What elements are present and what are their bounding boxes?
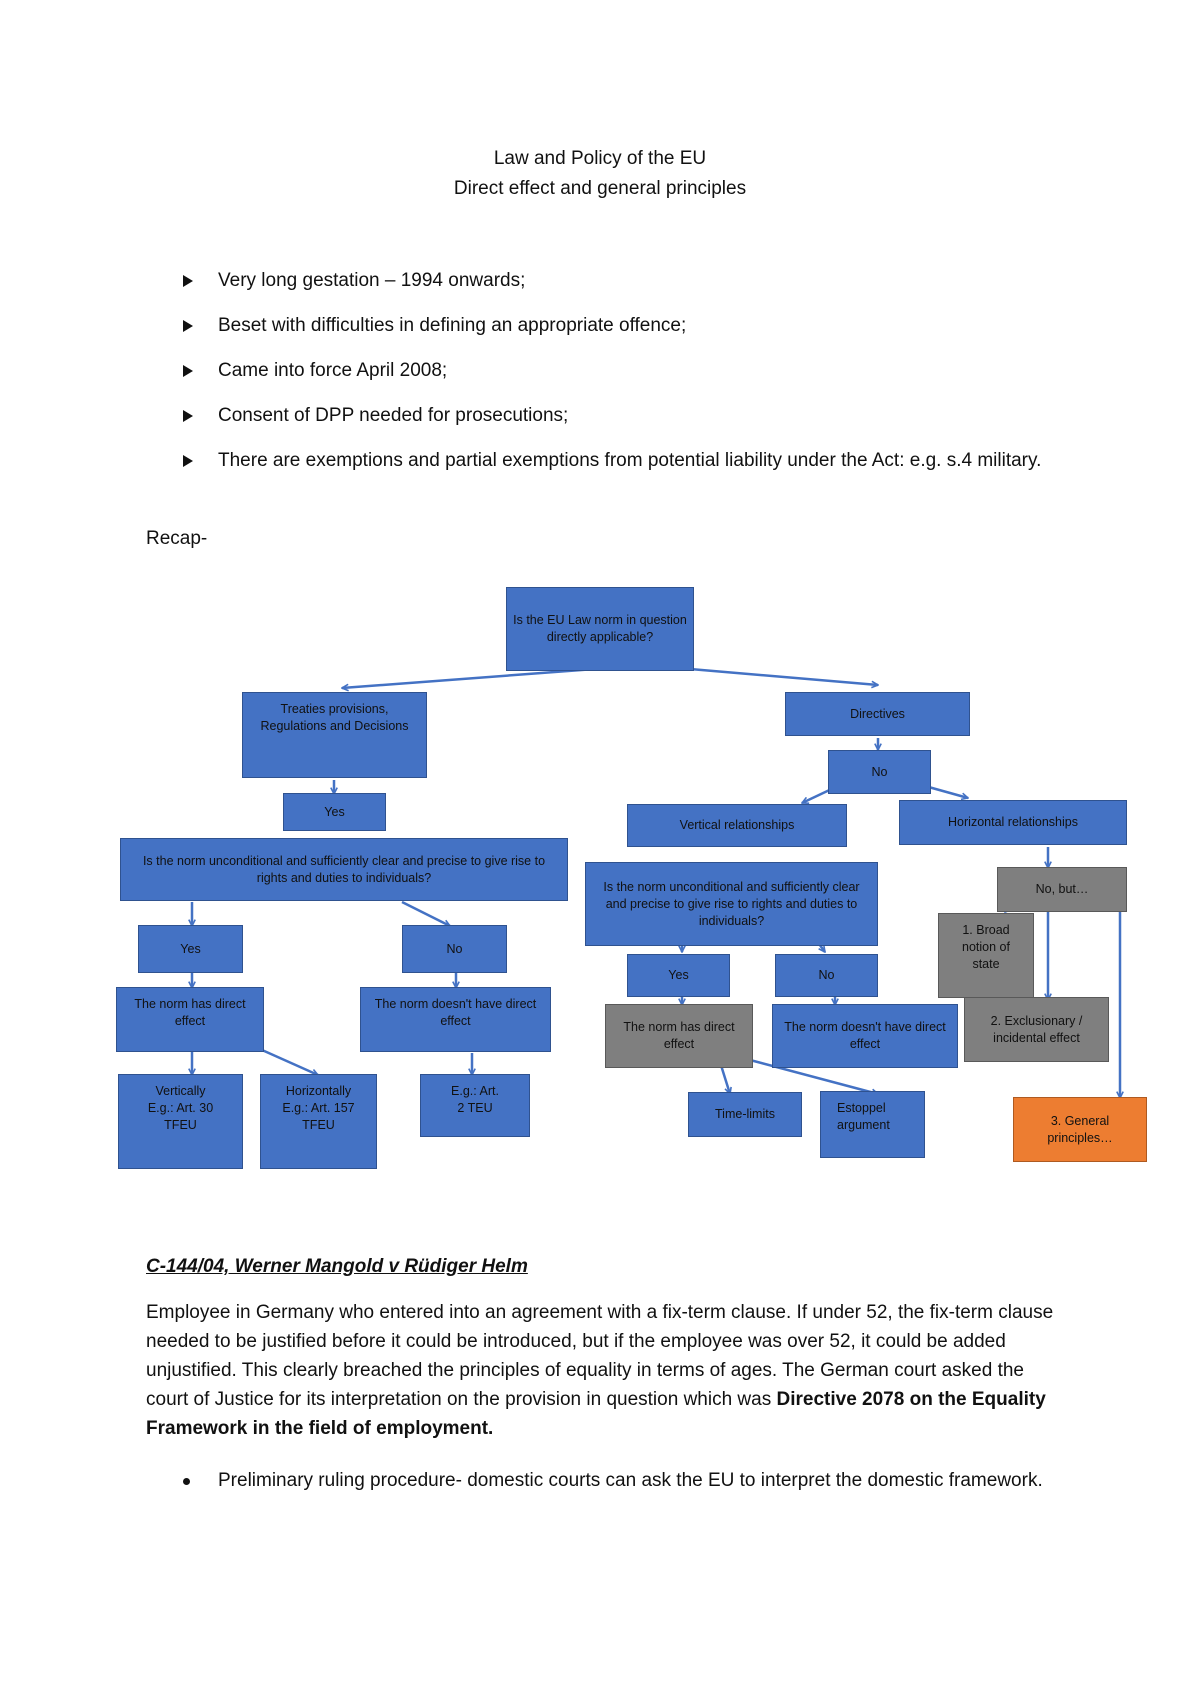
case-paragraph-text: Employee in Germany who entered into an …: [146, 1302, 1054, 1410]
node-no-left: No: [402, 925, 507, 973]
triangle-bullet-icon: [183, 320, 193, 332]
arrow: [689, 667, 878, 685]
list-item: Consent of DPP needed for prosecutions;: [183, 401, 1063, 431]
bullet-text: There are exemptions and partial exempti…: [218, 450, 1042, 471]
recap-label: Recap-: [146, 528, 208, 549]
bullet-text: Beset with difficulties in defining an a…: [218, 315, 687, 336]
node-directives: Directives: [785, 692, 970, 736]
bullet-text: Very long gestation – 1994 onwards;: [218, 270, 526, 291]
list-item: Came into force April 2008;: [183, 356, 1063, 386]
arrow: [924, 784, 968, 798]
node-no-right: No: [775, 954, 878, 997]
node-eg-art2: E.g.: Art. 2 TEU: [420, 1074, 530, 1137]
intro-bullet-list: Very long gestation – 1994 onwards; Bese…: [183, 266, 1063, 491]
dot-bullet-icon: [183, 1478, 190, 1485]
bullet-text: Came into force April 2008;: [218, 360, 448, 381]
triangle-bullet-icon: [183, 410, 193, 422]
list-item: Beset with difficulties in defining an a…: [183, 311, 1063, 341]
document-subtitle: Direct effect and general principles: [453, 178, 747, 199]
bullet-text: Consent of DPP needed for prosecutions;: [218, 405, 569, 426]
bullet-text: Preliminary ruling procedure- domestic c…: [218, 1470, 1043, 1491]
document-title: Law and Policy of the EU: [493, 148, 707, 169]
triangle-bullet-icon: [183, 455, 193, 467]
estoppel-label: Estoppel argument: [837, 1101, 890, 1132]
node-horizontal-relationships: Horizontal relationships: [899, 800, 1127, 845]
list-item: Very long gestation – 1994 onwards;: [183, 266, 1063, 296]
node-treaties: Treaties provisions, Regulations and Dec…: [242, 692, 427, 778]
node-direct-effect-right: The norm has direct effect: [605, 1004, 753, 1068]
node-direct-effect-left: The norm has direct effect: [116, 987, 264, 1052]
triangle-bullet-icon: [183, 365, 193, 377]
node-no-direct-effect-left: The norm doesn't have direct effect: [360, 987, 551, 1052]
node-vertical-relationships: Vertical relationships: [627, 804, 847, 847]
node-broad-notion: 1. Broad notion of state: [938, 913, 1034, 998]
node-question-right: Is the norm unconditional and sufficient…: [585, 862, 878, 946]
arrow: [401, 900, 450, 928]
node-no-directives: No: [828, 750, 931, 794]
node-general-principles: 3. General principles…: [1013, 1097, 1147, 1162]
node-exclusionary: 2. Exclusionary / incidental effect: [964, 997, 1109, 1062]
list-item: Preliminary ruling procedure- domestic c…: [183, 1466, 1063, 1496]
node-no-but: No, but…: [997, 867, 1127, 912]
node-root-question: Is the EU Law norm in question directly …: [506, 587, 694, 671]
node-question-left: Is the norm unconditional and sufficient…: [120, 838, 568, 901]
node-time-limits: Time-limits: [688, 1092, 802, 1137]
arrow: [342, 667, 596, 688]
node-yes-treaties: Yes: [283, 793, 386, 831]
node-vertically: Vertically E.g.: Art. 30 TFEU: [118, 1074, 243, 1169]
arrow: [261, 1048, 318, 1077]
case-paragraph: Employee in Germany who entered into an …: [146, 1298, 1066, 1443]
node-yes-right: Yes: [627, 954, 730, 997]
case-title: C-144/04, Werner Mangold v Rüdiger Helm: [146, 1256, 528, 1277]
node-estoppel: Estoppel argument: [820, 1091, 925, 1158]
triangle-bullet-icon: [183, 275, 193, 287]
case-bullet-list: Preliminary ruling procedure- domestic c…: [183, 1466, 1063, 1496]
node-no-direct-effect-right: The norm doesn't have direct effect: [772, 1004, 958, 1068]
node-yes-left: Yes: [138, 925, 243, 973]
node-horizontally: Horizontally E.g.: Art. 157 TFEU: [260, 1074, 377, 1169]
case-paragraph-bold: Directive 2078 on the Equality Framework…: [146, 1389, 1046, 1439]
list-item: There are exemptions and partial exempti…: [183, 446, 1063, 476]
